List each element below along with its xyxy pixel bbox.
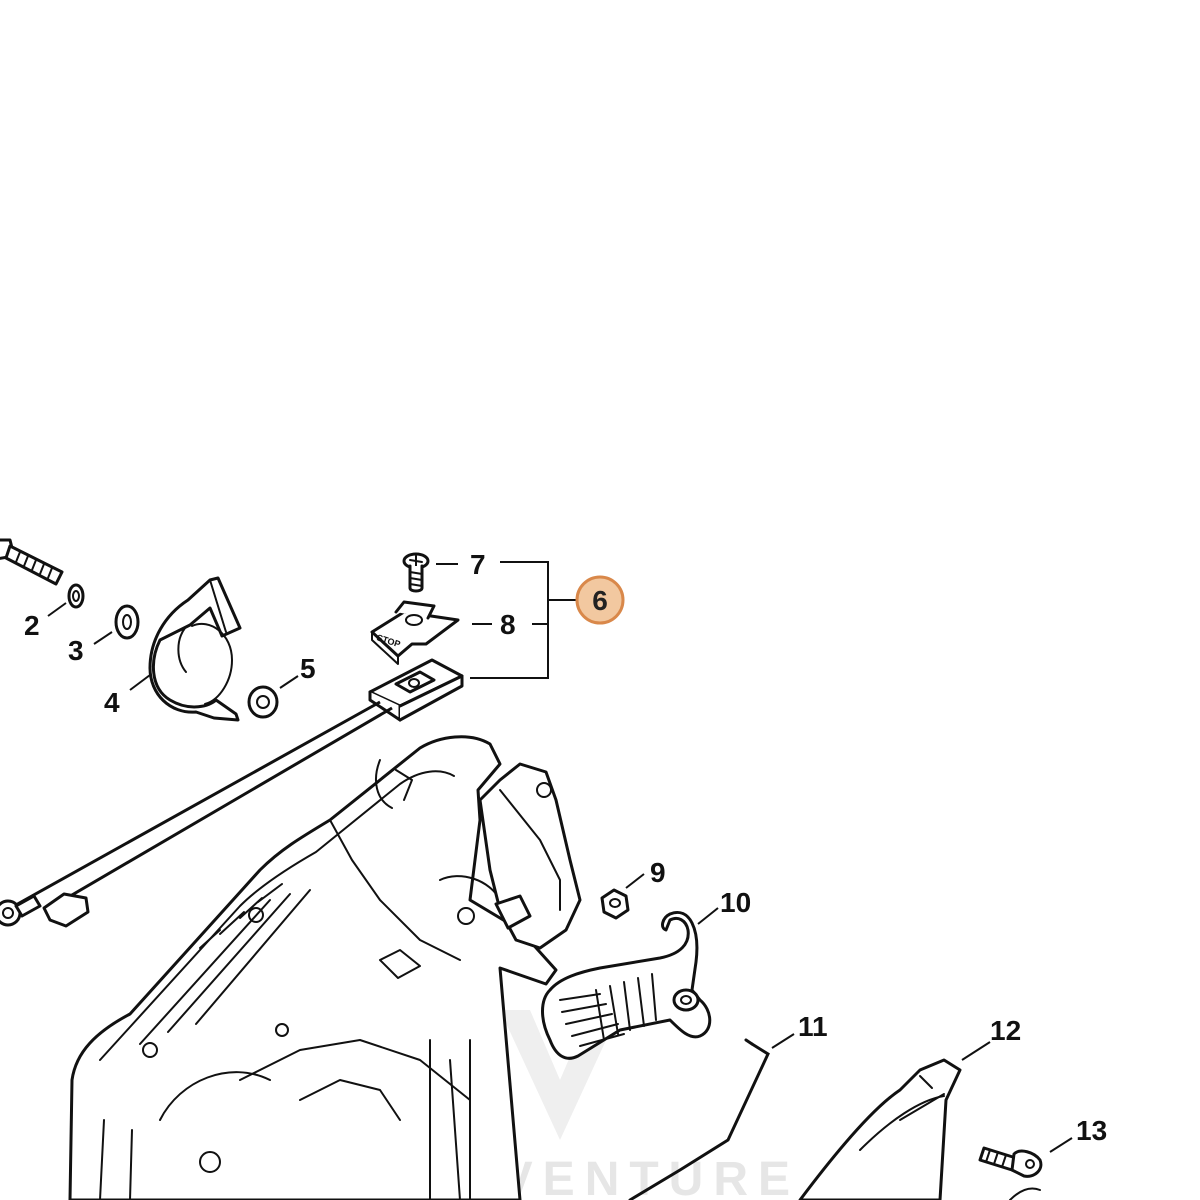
callout-12: 12 (990, 1015, 1021, 1046)
stop-plate-part: STOP (370, 600, 460, 665)
side-bracket-part (478, 762, 582, 950)
callout-7: 7 (470, 549, 486, 580)
highlight-callout-6-badge[interactable] (575, 575, 625, 625)
screw-part-13 (978, 1146, 1043, 1178)
callout-2: 2 (24, 610, 40, 641)
callout-6: 6 (592, 585, 608, 616)
cover-part (798, 1058, 1041, 1200)
callout-4: 4 (104, 687, 120, 718)
cam-lever-part (148, 576, 242, 722)
bolt-part (0, 538, 64, 586)
main-housing-part (68, 735, 558, 1200)
nut-part (600, 888, 630, 920)
callout-8: 8 (500, 609, 516, 640)
callout-13: 13 (1076, 1115, 1107, 1146)
callout-10: 10 (720, 887, 751, 918)
washer-part-3 (114, 604, 140, 640)
callout-3: 3 (68, 635, 84, 666)
callout-11: 11 (798, 1011, 828, 1042)
throttle-lever-part (541, 910, 712, 1060)
group-bracket (470, 561, 578, 679)
washer-part-2 (67, 583, 85, 609)
callout-5: 5 (300, 653, 316, 684)
short-circuit-switch-part (368, 658, 464, 722)
screw-part (402, 552, 430, 593)
callout-9: 9 (650, 857, 666, 888)
throttle-rod-part (628, 1038, 770, 1200)
cable-part (0, 700, 393, 928)
washer-part-5 (247, 685, 279, 719)
